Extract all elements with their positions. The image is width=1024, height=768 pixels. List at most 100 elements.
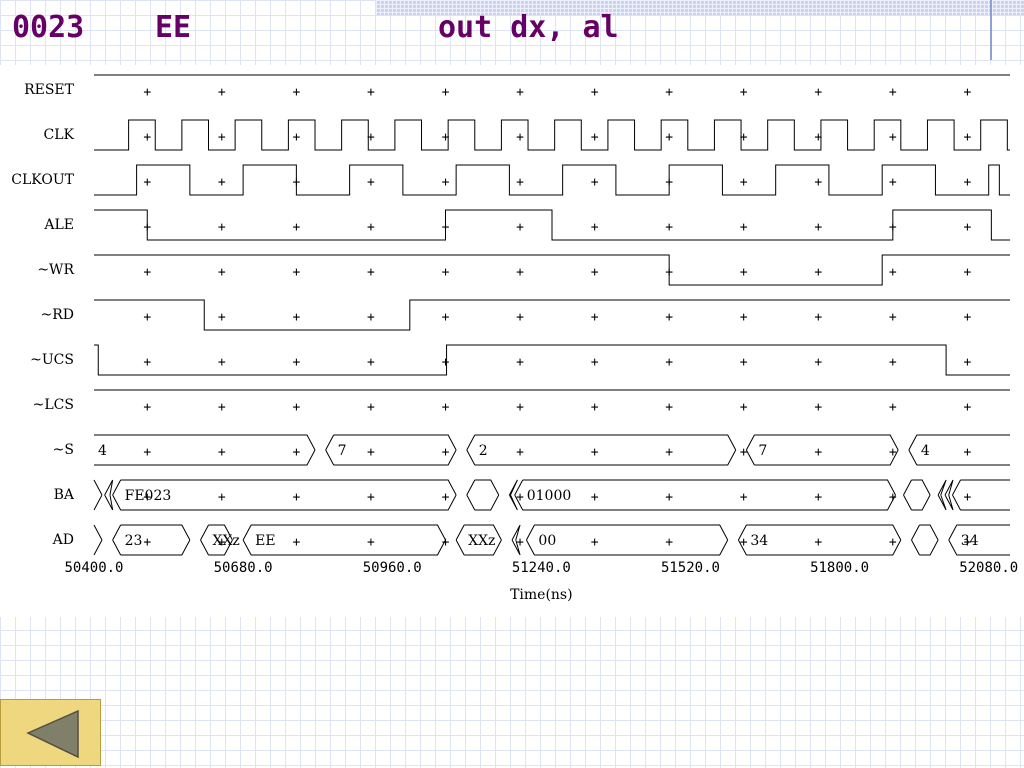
grid-marker: + [367, 85, 375, 100]
signal-label-rd: ~RD [41, 307, 75, 323]
grid-marker: + [814, 490, 822, 505]
grid-marker: + [591, 130, 599, 145]
grid-marker: + [516, 85, 524, 100]
grid-marker: + [740, 85, 748, 100]
bus-value-ad: XXz [213, 533, 240, 549]
bus-segment-ad [242, 524, 446, 556]
grid-marker: + [889, 85, 897, 100]
grid-marker: + [963, 490, 971, 505]
grid-marker: + [814, 130, 822, 145]
grid-marker: + [814, 310, 822, 325]
back-button[interactable] [0, 699, 101, 766]
grid-marker: + [591, 220, 599, 235]
grid-marker: + [367, 130, 375, 145]
x-tick-label: 52080.0 [959, 560, 1018, 576]
bus-value-s: 7 [758, 443, 767, 459]
grid-marker: + [889, 400, 897, 415]
grid-marker: + [218, 310, 226, 325]
bus-value-ad: 00 [538, 533, 556, 549]
grid-marker: + [665, 445, 673, 460]
bus-value-s: 2 [479, 443, 488, 459]
grid-marker: + [442, 175, 450, 190]
bus-value-s: 7 [338, 443, 347, 459]
slide-title-address: 0023 [12, 10, 85, 45]
grid-marker: + [814, 265, 822, 280]
grid-marker: + [143, 130, 151, 145]
grid-marker: + [740, 535, 748, 550]
grid-marker: + [814, 85, 822, 100]
bus-value-ad: EE [255, 533, 275, 549]
grid-marker: + [665, 400, 673, 415]
bus-value-ad: 34 [961, 533, 979, 549]
signal-label-ucs: ~UCS [30, 352, 74, 368]
grid-marker: + [516, 490, 524, 505]
grid-marker: + [516, 535, 524, 550]
grid-marker: + [367, 355, 375, 370]
grid-marker: + [292, 490, 300, 505]
bus-segment-s [908, 434, 1010, 466]
grid-marker: + [442, 130, 450, 145]
grid-marker: + [963, 535, 971, 550]
grid-marker: + [889, 265, 897, 280]
grid-marker: + [516, 400, 524, 415]
bus-segment-ba [104, 479, 114, 511]
grid-marker: + [143, 355, 151, 370]
grid-marker: + [963, 220, 971, 235]
waveform-ucs [94, 344, 1010, 376]
bus-segment-ad [525, 524, 729, 556]
bus-value-ba: FE023 [125, 488, 172, 504]
x-tick-label: 50400.0 [64, 560, 123, 576]
grid-marker: + [740, 400, 748, 415]
grid-marker: + [367, 535, 375, 550]
grid-marker: + [292, 85, 300, 100]
grid-marker: + [143, 445, 151, 460]
grid-marker: + [740, 490, 748, 505]
grid-marker: + [889, 445, 897, 460]
grid-marker: + [143, 490, 151, 505]
grid-marker: + [665, 310, 673, 325]
bus-value-ad: XXz [468, 533, 495, 549]
bus-segment-ad [112, 524, 191, 556]
bus-segment-ad [511, 524, 521, 556]
grid-marker: + [442, 265, 450, 280]
grid-marker: + [591, 490, 599, 505]
grid-marker: + [143, 85, 151, 100]
grid-marker: + [740, 130, 748, 145]
grid-marker: + [292, 220, 300, 235]
grid-marker: + [516, 175, 524, 190]
grid-marker: + [367, 220, 375, 235]
grid-marker: + [814, 445, 822, 460]
waveform-ale [94, 209, 1010, 241]
title-decoration-band [376, 0, 1024, 15]
grid-marker: + [591, 175, 599, 190]
grid-marker: + [516, 355, 524, 370]
x-tick-label: 51240.0 [512, 560, 571, 576]
grid-marker: + [665, 130, 673, 145]
grid-marker: + [292, 265, 300, 280]
bus-value-s: 4 [921, 443, 930, 459]
bus-segment-ad [911, 524, 939, 556]
grid-marker: + [292, 355, 300, 370]
grid-marker: + [591, 265, 599, 280]
grid-marker: + [889, 175, 897, 190]
grid-marker: + [143, 535, 151, 550]
signal-label-ba: BA [54, 487, 75, 503]
grid-marker: + [591, 535, 599, 550]
x-tick-label: 51520.0 [661, 560, 720, 576]
grid-marker: + [889, 355, 897, 370]
grid-marker: + [218, 220, 226, 235]
bus-value-ad: 34 [750, 533, 768, 549]
grid-marker: + [814, 355, 822, 370]
grid-marker: + [442, 445, 450, 460]
grid-marker: + [442, 355, 450, 370]
bus-segment-ba [903, 479, 931, 511]
signal-label-ale: ALE [43, 217, 74, 233]
grid-marker: + [218, 535, 226, 550]
grid-marker: + [516, 220, 524, 235]
bus-segment-ba [112, 479, 457, 511]
bus-segment-ba [466, 479, 500, 511]
signal-label-ad: AD [52, 532, 74, 548]
bus-segment-s [94, 434, 316, 466]
grid-marker: + [218, 175, 226, 190]
grid-marker: + [665, 355, 673, 370]
